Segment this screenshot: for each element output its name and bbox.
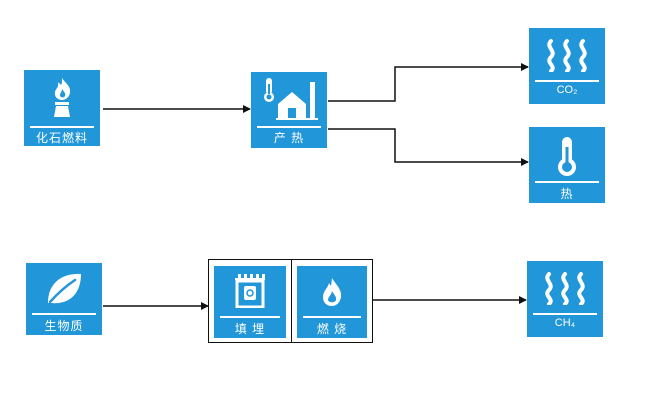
- node-biomass: 生物质: [26, 263, 102, 335]
- node-fossil-fuel: 化石燃料: [24, 70, 100, 146]
- node-landfill-label: 填 埋: [234, 322, 266, 336]
- node-co2: CO₂: [529, 28, 605, 104]
- node-biomass-label: 生物质: [44, 319, 84, 333]
- node-fossil-fuel-label: 化石燃料: [35, 131, 88, 145]
- process-group-divider: [291, 259, 292, 343]
- node-heat-production: 产 热: [251, 72, 327, 148]
- steam-icon: [529, 38, 605, 72]
- steam-icon: [527, 271, 603, 305]
- node-combustion: 燃 烧: [297, 266, 367, 338]
- node-co2-label: CO₂: [556, 84, 578, 96]
- factory-thermometer-icon: [251, 76, 327, 120]
- arrow-heat-to-heat: [328, 128, 529, 166]
- node-heat: 热: [529, 127, 605, 203]
- arrow-heat-to-co2: [328, 63, 529, 102]
- flame-icon: [297, 276, 367, 308]
- node-landfill: 填 埋: [214, 266, 286, 338]
- process-group-frame: [208, 259, 373, 343]
- node-combustion-label: 燃 烧: [316, 322, 348, 336]
- thermometer-icon: [529, 135, 605, 177]
- landfill-bin-icon: [214, 272, 286, 308]
- node-heat-production-label: 产 热: [273, 131, 305, 145]
- gas-flame-icon: [24, 76, 100, 118]
- node-heat-label: 热: [560, 187, 574, 201]
- node-ch4: CH₄: [527, 261, 603, 337]
- node-ch4-label: CH₄: [554, 317, 576, 329]
- leaf-icon: [26, 271, 102, 307]
